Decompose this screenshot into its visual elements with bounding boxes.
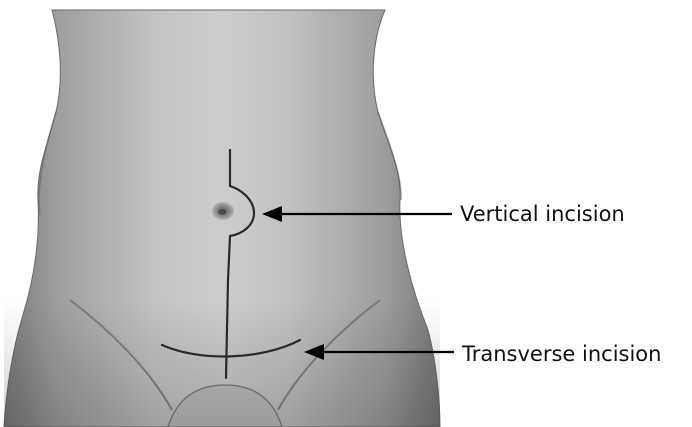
navel-inner [218,209,226,215]
lower-shading [4,300,440,427]
transverse-incision-label: Transverse incision [462,344,661,365]
vertical-incision-label: Vertical incision [460,204,625,225]
